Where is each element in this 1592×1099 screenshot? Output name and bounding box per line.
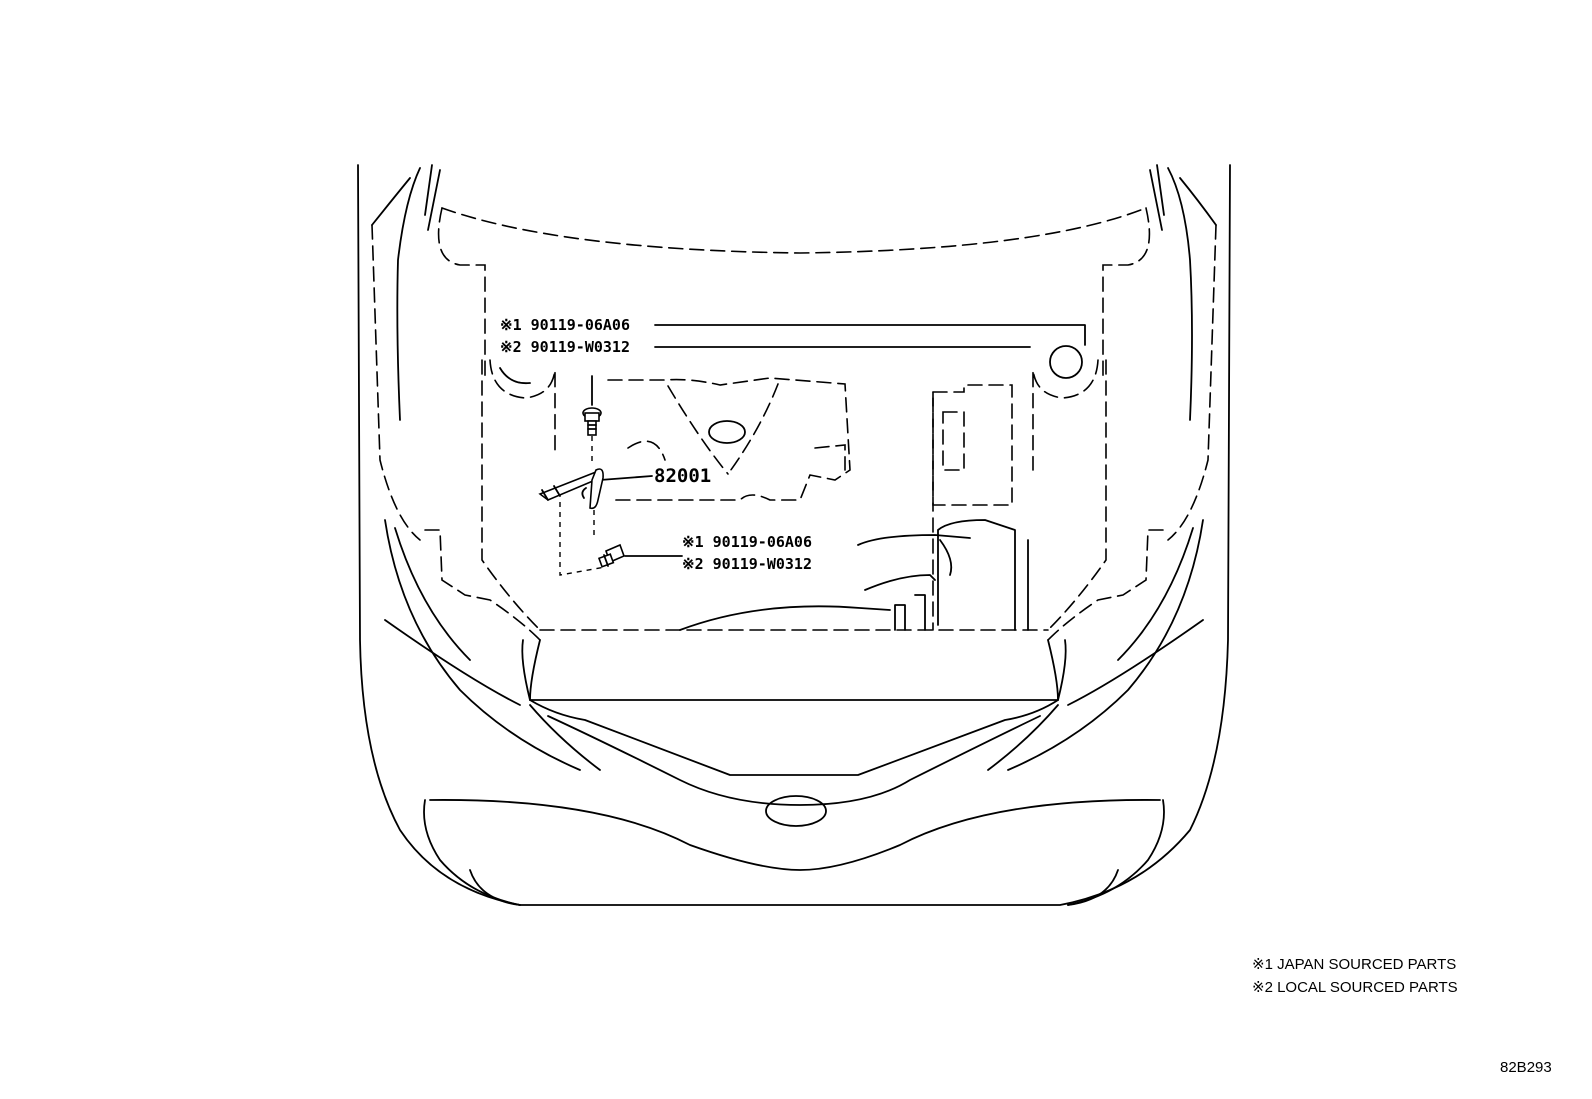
windshield-base-line xyxy=(441,207,1147,254)
lower-callout-local: ※2 90119-W0312 xyxy=(682,555,812,573)
legend-local-sourced: ※2 LOCAL SOURCED PARTS xyxy=(1252,979,1458,996)
illustration-code: 82B293 xyxy=(1500,1059,1552,1076)
bolt-icon xyxy=(582,407,602,436)
front-bumper xyxy=(384,519,1204,906)
legend-japan-sourced: ※1 JAPAN SOURCED PARTS xyxy=(1252,956,1457,973)
upper-callout-local: ※2 90119-W0312 xyxy=(500,338,630,356)
strut-towers xyxy=(489,345,1099,471)
part-number-label: 82001 xyxy=(654,465,712,487)
upper-callout-japan: ※1 90119-06A06 xyxy=(500,316,630,334)
engine-bay-outline xyxy=(371,207,1217,641)
wire-harness-bracket-icon xyxy=(538,468,604,510)
bolt-icon xyxy=(597,543,626,568)
car-body-outline xyxy=(357,164,1231,906)
radiator-support xyxy=(679,605,891,631)
leader-lines xyxy=(591,324,1086,557)
lower-callout-japan: ※1 90119-06A06 xyxy=(682,533,812,551)
bracket-drop-line xyxy=(559,502,606,576)
toyota-emblem-icon xyxy=(765,795,827,827)
battery-box xyxy=(857,384,1029,631)
engine-cover xyxy=(607,377,851,501)
